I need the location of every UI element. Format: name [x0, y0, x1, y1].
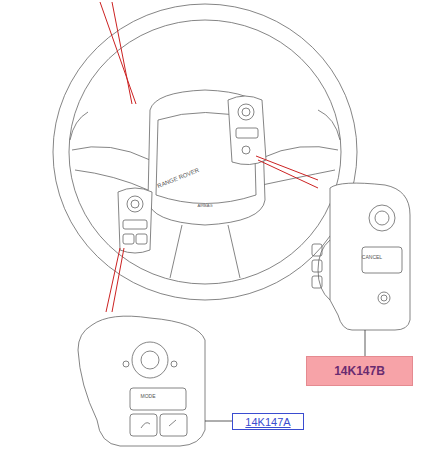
part-number: 14K147A [245, 416, 290, 428]
part-number: 14K147B [334, 364, 385, 378]
printed-legend: MODE [141, 394, 156, 399]
callout-box: 14K147A [232, 413, 304, 430]
callout-box: 14K147B [306, 356, 413, 386]
printed-legend: AIRBAG [197, 204, 212, 208]
printed-legend: CANCEL [362, 255, 382, 260]
